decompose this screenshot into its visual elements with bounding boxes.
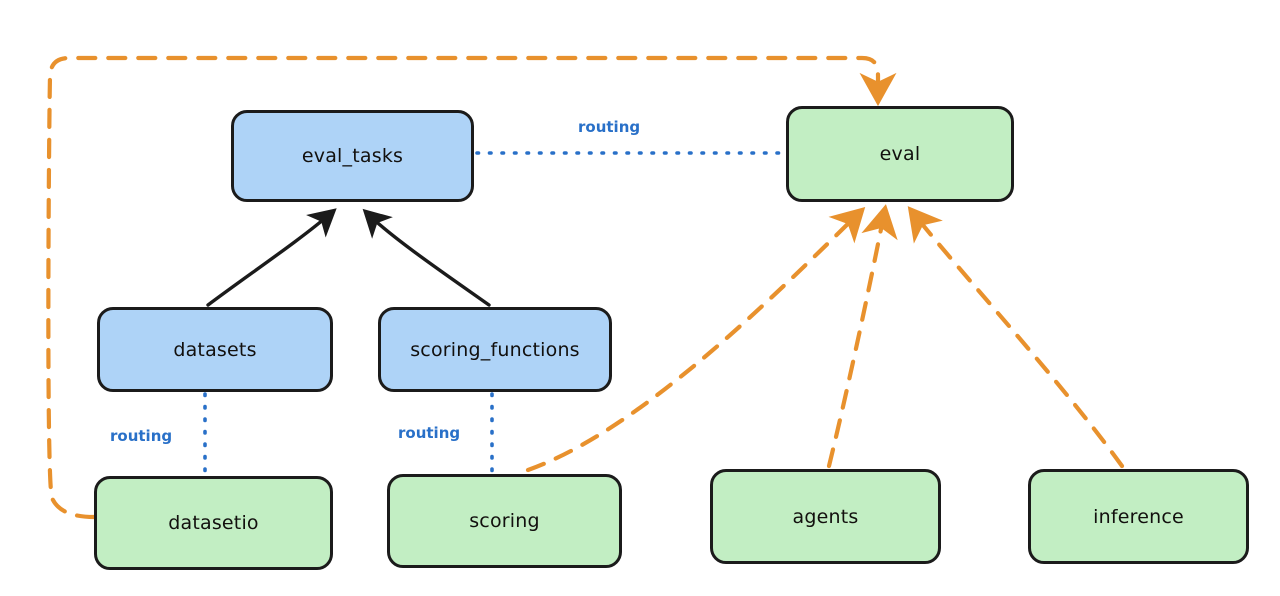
edge-datasets-eval_tasks (206, 208, 337, 307)
edge-scoring-eval (525, 206, 866, 473)
node-label: agents (792, 505, 859, 528)
node-datasetio[interactable]: datasetio (94, 476, 333, 570)
edge-scoring_functions-eval_tasks (362, 208, 491, 307)
node-label: eval_tasks (301, 145, 404, 167)
edge-datasetio-eval (46, 55, 897, 520)
node-label: eval (879, 143, 921, 165)
node-label: datasets (173, 338, 257, 361)
edge-label-routing-datasets: routing (110, 427, 173, 445)
node-datasets[interactable]: datasets (97, 307, 333, 392)
node-label: scoring (469, 510, 540, 532)
node-scoring[interactable]: scoring (387, 474, 622, 568)
node-label: scoring_functions (410, 338, 580, 361)
edge-agents-eval (826, 204, 898, 469)
node-eval[interactable]: eval (786, 106, 1014, 202)
edge-label-routing-eval-tasks: routing (578, 118, 641, 136)
node-scoring-functions[interactable]: scoring_functions (378, 307, 612, 392)
edge-inference-eval (907, 206, 1125, 469)
node-inference[interactable]: inference (1028, 469, 1249, 564)
edge-label-routing-scoring-functions: routing (398, 424, 461, 442)
node-eval-tasks[interactable]: eval_tasks (231, 110, 474, 202)
node-agents[interactable]: agents (710, 469, 941, 564)
node-label: inference (1093, 505, 1184, 528)
node-label: datasetio (168, 512, 259, 534)
